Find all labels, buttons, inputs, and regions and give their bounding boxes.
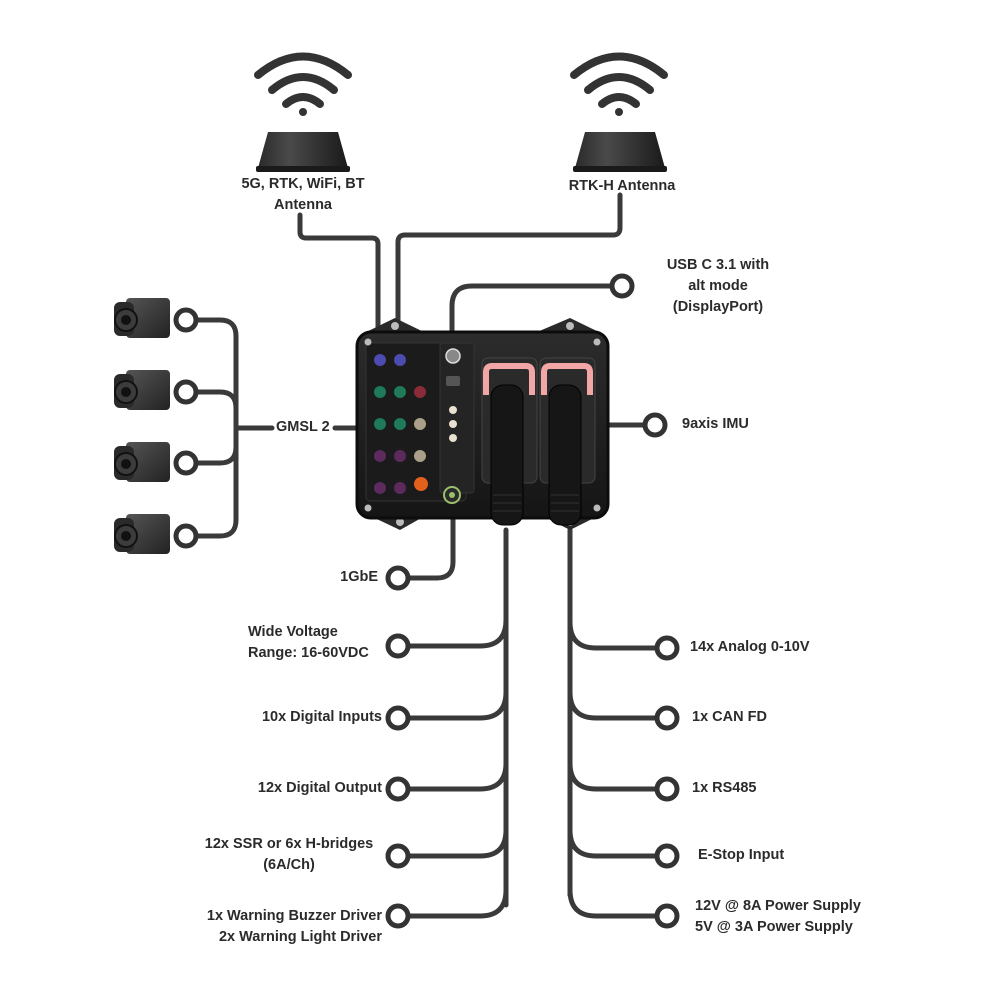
terminal-gbe [385,565,411,591]
wire-gbe [400,502,456,581]
wire-ssr [400,827,509,859]
label-imu: 9axis IMU [682,416,749,432]
label-gmsl: GMSL 2 [276,419,330,435]
label-usb: USB C 3.1 with alt mode (DisplayPort) [666,257,770,315]
camera-icon [114,442,170,482]
wire-rs485 [567,760,666,792]
label-power: 12V @ 8A Power Supply 5V @ 3A Power Supp… [695,898,861,935]
terminal-power [654,903,680,929]
label-ssr: 12x SSR or 6x H-bridges (6A/Ch) [204,836,374,873]
wire-usb [449,283,615,353]
camera-icon [114,514,170,554]
terminal-cam2 [173,379,199,405]
terminal-cam4 [173,523,199,549]
wires [182,192,666,919]
wire-power [567,887,666,919]
camera-icon [114,370,170,410]
wire-gmsl-cam3 [182,444,239,466]
terminal-cam3 [173,450,199,476]
terminal-ssr [385,843,411,869]
controller-device [355,318,610,530]
camera-icon [114,298,170,338]
camera-icons [114,298,170,554]
antenna-icon [256,132,350,172]
antenna-icon [573,132,667,172]
terminal-digital-inputs [385,705,411,731]
terminal-wide-voltage [385,633,411,659]
terminal-digital-output [385,776,411,802]
label-digital-output: 12x Digital Output [257,780,382,796]
wire-wide-voltage [400,617,509,649]
label-can: 1x CAN FD [692,709,767,725]
terminals [173,273,680,929]
label-antenna-right: RTK-H Antenna [568,178,676,194]
label-antenna-left: 5G, RTK, WiFi, BT Antenna [241,176,365,213]
wire-gmsl-bus [182,317,239,539]
terminal-analog [654,635,680,661]
wire-antenna-right [395,192,623,343]
terminal-usb [609,273,635,299]
wire-gmsl-cam2 [182,389,239,411]
label-digital-inputs: 10x Digital Inputs [261,709,382,725]
label-warning: 1x Warning Buzzer Driver 2x Warning Ligh… [206,908,382,945]
terminal-warning [385,903,411,929]
label-wide-voltage: Wide Voltage Range: 16-60VDC [248,624,369,661]
wire-analog [567,619,666,651]
wire-antenna-left [297,212,381,343]
wire-can [567,689,666,721]
label-estop: E-Stop Input [698,847,785,863]
terminal-cam1 [173,307,199,333]
wire-digital-inputs [400,689,509,721]
label-rs485: 1x RS485 [692,780,757,796]
wifi-icon [254,52,352,116]
connector-grid [374,348,461,504]
wire-digital-output [400,760,509,792]
terminal-rs485 [654,776,680,802]
terminal-imu [642,412,668,438]
label-analog: 14x Analog 0-10V [690,639,810,655]
wire-estop [567,827,666,859]
wire-warning [400,887,509,919]
terminal-estop [654,843,680,869]
wifi-icon [570,52,668,116]
label-gbe: 1GbE [340,569,378,585]
terminal-can [654,705,680,731]
